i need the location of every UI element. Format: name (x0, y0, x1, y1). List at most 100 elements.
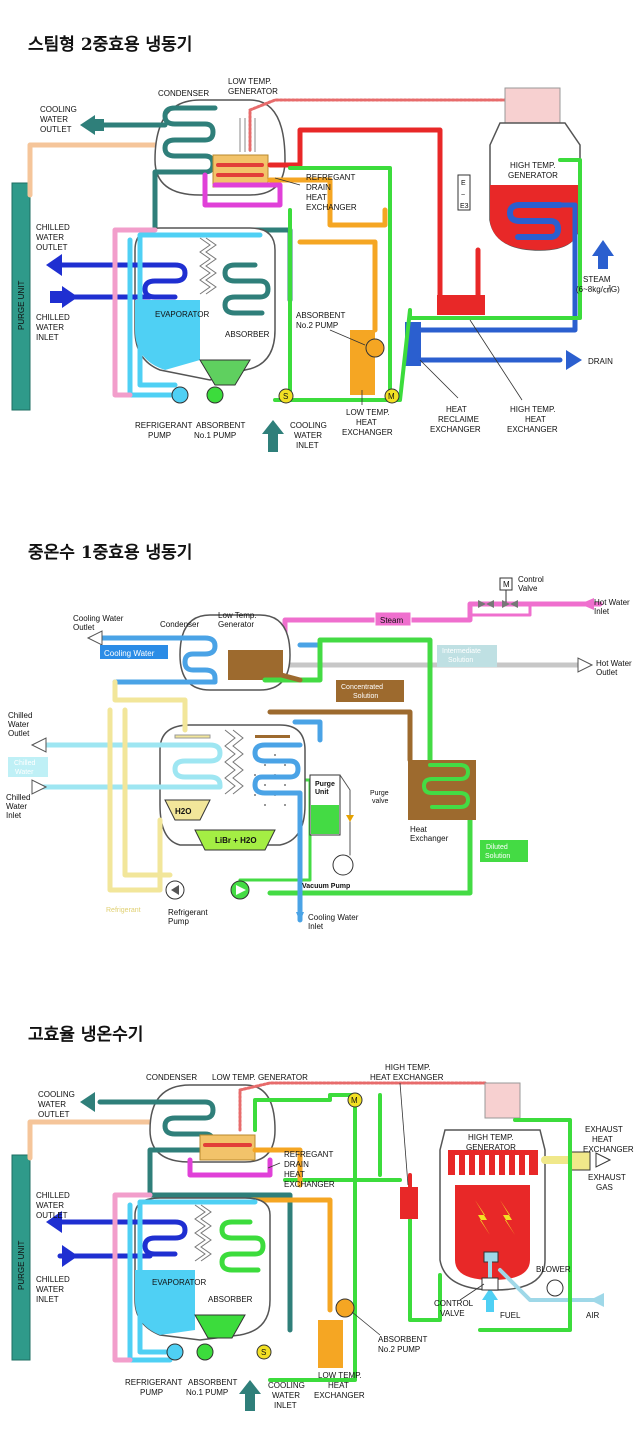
purge-unit-label: PURGE UNIT (17, 1241, 26, 1290)
h2o-sump (164, 799, 211, 821)
steam-tag: Steam (380, 616, 403, 625)
htg-vapor-dome (484, 1082, 521, 1119)
absorbent-no2-pump (335, 1298, 355, 1318)
hot-water-bypass (468, 602, 532, 617)
fuel-label: FUEL (500, 1311, 521, 1320)
vacuum-pump (332, 854, 354, 876)
purge-unit-fill (311, 805, 339, 834)
orange-solution-pipe (227, 1147, 333, 1313)
rdhx-label-2: DRAIN (306, 183, 331, 192)
absorber-coil (219, 1219, 266, 1273)
high-temp-heat-exchanger (437, 295, 485, 315)
cw-outlet-label-3: OUTLET (40, 125, 72, 134)
cw-inlet-label-1: Cooling Water (308, 913, 359, 922)
chilled-water-inlet-arrow (31, 779, 48, 795)
m-valve-label: M (388, 392, 395, 401)
control-valve-label-1: CONTROL (434, 1299, 474, 1308)
cooling-water-tag-bg (100, 645, 168, 659)
refrigerant-pump-label-2: PUMP (148, 431, 171, 440)
refrigerant-pump-label-1: REFRIGERANT (135, 421, 192, 430)
exhaust-hx-label-1: EXHAUST (585, 1125, 623, 1134)
s-valve (278, 388, 294, 404)
htg-steam-coil (507, 202, 563, 240)
rdhx-label-1: REFREGANT (306, 173, 355, 182)
chw-outlet-label-1: CHILLED (36, 223, 70, 232)
cw-inlet-label-1: COOLING (290, 421, 327, 430)
exhaust-heat-exchanger (569, 1151, 591, 1171)
cw-inlet-label-2: WATER (294, 431, 322, 440)
hx-label-2: Exchanger (410, 834, 449, 843)
intermediate-solution-tag-1: Intermediate (442, 648, 481, 655)
flame-icon-2 (500, 1200, 515, 1235)
cooling-water-inlet-arrow-tail (268, 432, 278, 452)
section-1-title: 스팀형 2중효용 냉동기 (28, 35, 193, 55)
chw-outlet-label-3: OUTLET (36, 243, 68, 252)
evaporator-label: EVAPORATOR (152, 1278, 206, 1287)
cw-inlet-label-3: INLET (274, 1401, 297, 1410)
steam-label-2: (6~8kg/㎠G) (576, 285, 620, 294)
refrigerant-pump (166, 1343, 184, 1361)
hw-inlet-label-2: Inlet (594, 607, 610, 616)
abs-no1-pump-label-1: ABSORBENT (196, 421, 245, 430)
refrigerant-pump (171, 386, 189, 404)
tan-pipe (27, 1119, 208, 1161)
rdhx-label-4: EXCHANGER (306, 203, 357, 212)
cw-outlet-label-3: OUTLET (38, 1110, 70, 1119)
lthx-label-1: LOW TEMP. (318, 1371, 362, 1380)
refrigerant-pump-symbol (171, 885, 179, 895)
refrigerant-pump-label-2: PUMP (140, 1388, 163, 1397)
cooling-water-inlet-arrow (296, 912, 304, 922)
hx-coil (422, 763, 470, 809)
exhaust-gas-arrow (595, 1152, 612, 1168)
cooling-water-inlet-arrow (239, 1380, 261, 1394)
cooling-water-tag: Cooling Water (104, 649, 155, 658)
vapor-line (238, 1081, 487, 1132)
hrx-label-3: EXCHANGER (430, 425, 481, 434)
purge-unit-label: PURGE UNIT (17, 281, 26, 330)
exhaust-hx-label-3: EXCHANGER (583, 1145, 634, 1154)
diagram-hot-water-single-effect-chiller: M (6, 575, 632, 931)
lthx-label-2: HEAT (356, 418, 377, 427)
steam-label-1: STEAM (583, 275, 611, 284)
steam-vapor-line (248, 98, 507, 152)
steam-inlet-arrow-tail (598, 255, 608, 269)
fuel-arrow-tail (486, 1300, 494, 1312)
low-temp-generator (212, 154, 269, 188)
htg-box-e3: E3 (460, 203, 469, 210)
chilled-water-tag-1: Chilled (14, 760, 36, 767)
cooling-water-inlet-arrow-tail (245, 1393, 255, 1411)
s-valve-label: S (261, 1348, 266, 1357)
condenser-coil (97, 635, 323, 685)
absorber-spray-bar (255, 735, 290, 738)
abs-no1-pump-label-2: No.1 PUMP (186, 1388, 228, 1397)
abs-no2-pump-label-2: No.2 PUMP (378, 1345, 420, 1354)
low-temp-heat-exchanger (318, 1320, 343, 1368)
purge-unit-label-1: Purge (315, 781, 335, 788)
lt-generator-label-2: Generator (218, 620, 254, 629)
hot-water-outlet-arrow (577, 657, 594, 673)
m-valve (347, 1092, 363, 1108)
purge-unit-label-2: Unit (315, 789, 329, 796)
hthx-label-2: HEAT EXCHANGER (370, 1073, 444, 1082)
control-valve (481, 1277, 499, 1291)
abs-no2-pump-label-1: ABSORBENT (378, 1335, 427, 1344)
absorber-label: ABSORBER (225, 330, 270, 339)
chilled-water-inlet-arrow (62, 286, 78, 308)
lt-generator-label-1: Low Temp. (218, 611, 257, 620)
rdhx-label-1: REFREGANT (284, 1150, 333, 1159)
chilled-water-tag-2: Water (15, 769, 34, 776)
chw-outlet-label-3: Outlet (8, 729, 30, 738)
chw-inlet-label-2: WATER (36, 1285, 64, 1294)
absorber-sump (199, 359, 251, 386)
flame-icon (475, 1200, 490, 1235)
diluted-solution-pipe (262, 637, 473, 896)
absorbent-no2-pump (365, 338, 385, 358)
htg-tube-gaps (455, 1155, 529, 1175)
purge-valve-label-2: valve (372, 798, 388, 805)
low-temp-generator (199, 1134, 256, 1161)
chw-inlet-label-3: Inlet (6, 811, 22, 820)
cw-outlet-label-2: WATER (40, 115, 68, 124)
s-valve (256, 1344, 272, 1360)
chw-outlet-label-2: WATER (36, 1201, 64, 1210)
green-solution-pipe-2 (288, 166, 392, 400)
